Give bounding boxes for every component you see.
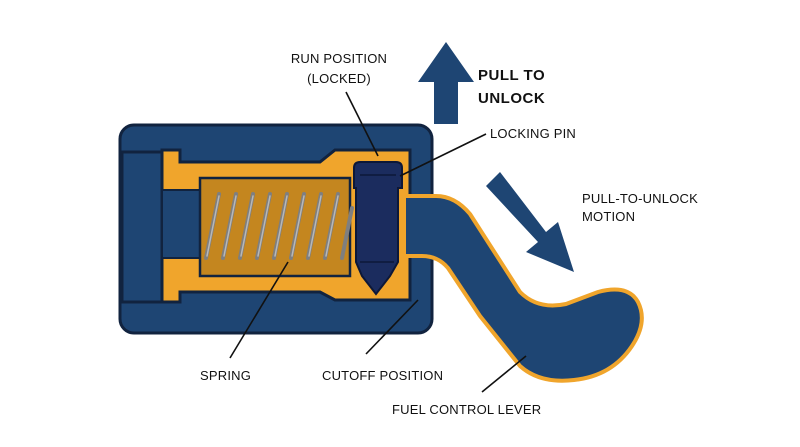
label-pull-to-unlock-motion: PULL-TO-UNLOCK [582, 191, 698, 206]
label-run-position-locked: (LOCKED) [307, 71, 371, 86]
arrow-up-icon [418, 42, 474, 124]
label-motion: MOTION [582, 209, 635, 224]
fuel-control-lever [402, 194, 644, 383]
label-pull-to: PULL TO [478, 67, 545, 84]
label-fuel-control-lever: FUEL CONTROL LEVER [392, 402, 541, 417]
label-unlock: UNLOCK [478, 90, 545, 107]
spring [204, 192, 354, 260]
arrow-down-right-icon [486, 172, 574, 272]
label-locking-pin: LOCKING PIN [490, 126, 576, 141]
label-run-position: RUN POSITION [291, 51, 387, 66]
leader-lines [229, 91, 527, 393]
locking-pin [353, 161, 403, 296]
bore-cavity [160, 148, 412, 304]
label-cutoff-position: CUTOFF POSITION [322, 368, 443, 383]
label-spring: SPRING [200, 368, 251, 383]
